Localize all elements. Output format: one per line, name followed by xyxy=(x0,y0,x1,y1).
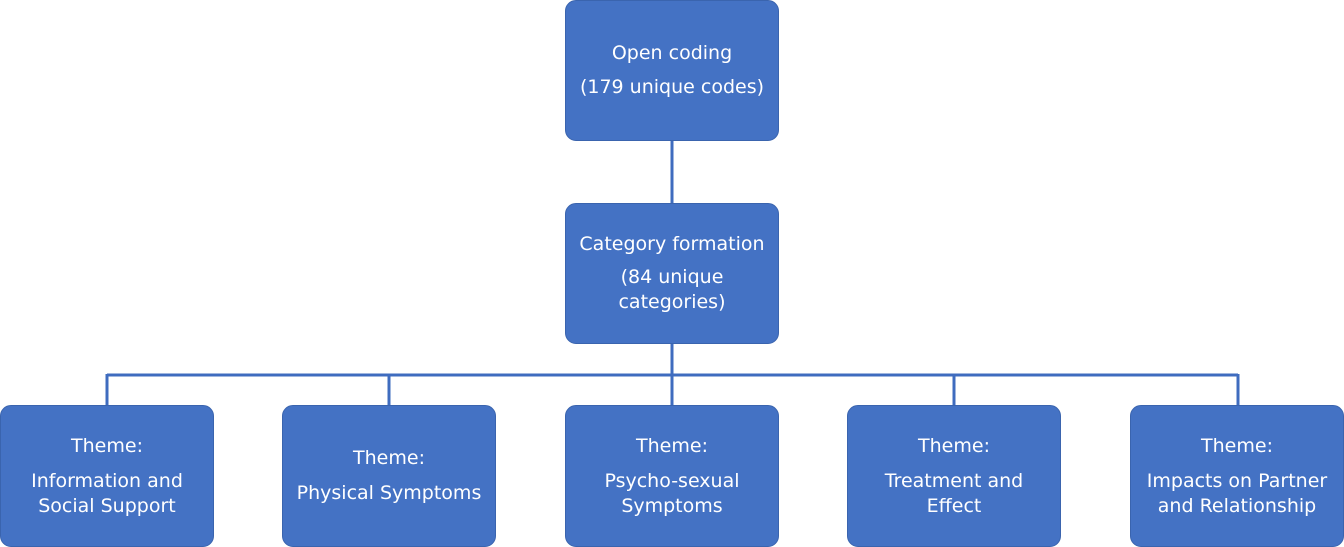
open-coding-box: Open coding (179 unique codes) xyxy=(565,0,779,141)
theme-box-psycho-sexual-symptoms: Theme: Psycho-sexual Symptoms xyxy=(565,405,779,547)
theme-label: Information and Social Support xyxy=(31,469,183,517)
theme-prefix: Theme: xyxy=(918,434,990,457)
theme-prefix: Theme: xyxy=(353,447,425,469)
theme-label: Physical Symptoms xyxy=(296,482,482,504)
category-formation-title: Category formation xyxy=(579,233,765,255)
open-coding-title: Open coding xyxy=(611,42,733,64)
theme-box-information-social-support: Theme: Information and Social Support xyxy=(0,405,214,547)
theme-label: Treatment and Effect xyxy=(884,469,1024,517)
theme-box-physical-symptoms: Theme: Physical Symptoms xyxy=(282,405,496,547)
theme-prefix: Theme: xyxy=(71,434,143,457)
theme-prefix: Theme: xyxy=(1201,434,1273,457)
theme-label: Impacts on Partner and Relationship xyxy=(1146,469,1328,517)
theme-prefix: Theme: xyxy=(636,434,708,457)
open-coding-count: (179 unique codes) xyxy=(579,76,765,98)
theme-box-treatment-effect: Theme: Treatment and Effect xyxy=(847,405,1061,547)
category-formation-box: Category formation (84 unique categories… xyxy=(565,203,779,344)
category-formation-count: (84 unique categories) xyxy=(618,266,726,313)
theme-box-impacts-partner-relationship: Theme: Impacts on Partner and Relationsh… xyxy=(1130,405,1344,547)
theme-label: Psycho-sexual Symptoms xyxy=(604,469,740,517)
